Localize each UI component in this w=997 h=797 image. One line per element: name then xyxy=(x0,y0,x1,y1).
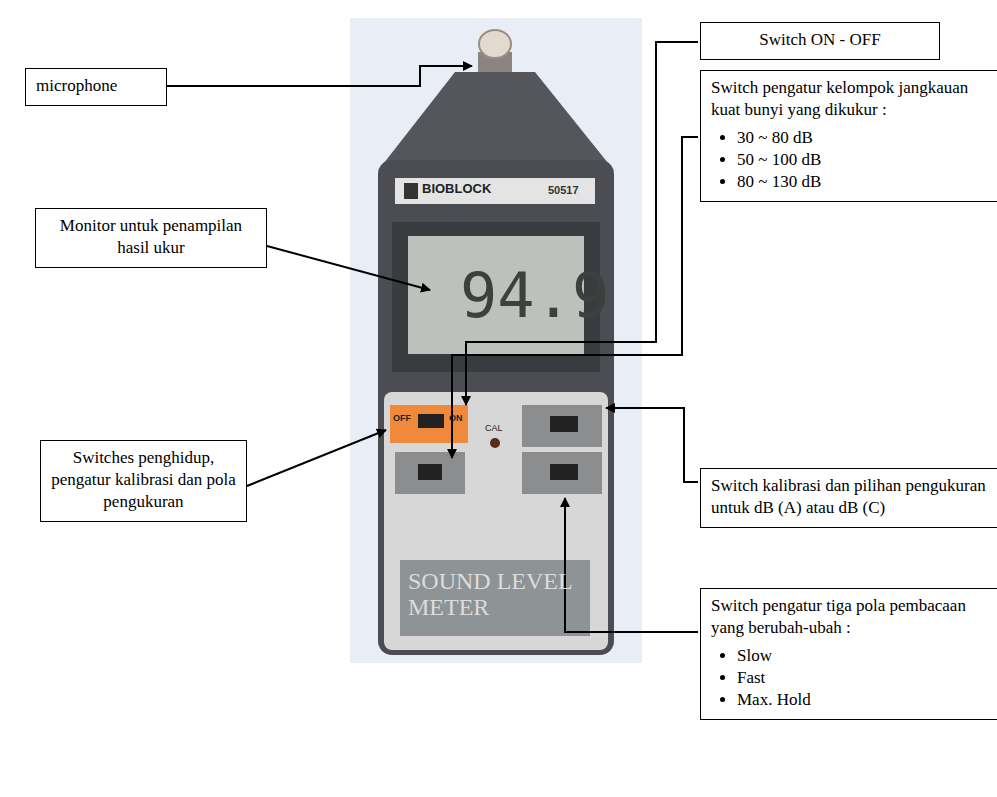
list-item: 80 ~ 130 dB xyxy=(737,171,987,193)
brand-label: BIOBLOCK xyxy=(422,182,491,196)
callout-text: microphone xyxy=(36,75,156,97)
callout-text: Monitor untuk penampilan hasil ukur xyxy=(46,215,256,259)
callout-box: Switch pengatur kelompok jangkauan kuat … xyxy=(700,70,997,202)
bullet-list: 30 ~ 80 dB50 ~ 100 dB80 ~ 130 dB xyxy=(711,127,987,193)
display-reading: 94.9 xyxy=(460,262,609,330)
model-number: 50517 xyxy=(548,184,579,196)
calibration-label: CAL xyxy=(485,424,503,434)
callout-text: Switch kalibrasi dan pilihan pengukuran … xyxy=(711,475,987,519)
list-item: Fast xyxy=(737,667,987,689)
list-item: Slow xyxy=(737,645,987,667)
callout-text: Switch pengatur tiga pola pembacaan yang… xyxy=(711,595,987,639)
callout-box: Switch kalibrasi dan pilihan pengukuran … xyxy=(700,468,997,528)
list-item: Max. Hold xyxy=(737,689,987,711)
switch-label: OFF xyxy=(393,414,411,424)
callout-text: Switches penghidup, pengatur kalibrasi d… xyxy=(51,447,236,513)
callout-box: microphone xyxy=(25,68,167,106)
bullet-list: SlowFastMax. Hold xyxy=(711,645,987,711)
device-name: SOUND LEVEL METER xyxy=(408,568,588,621)
callout-box: Switches penghidup, pengatur kalibrasi d… xyxy=(40,440,247,522)
callout-box: Switch pengatur tiga pola pembacaan yang… xyxy=(700,588,997,720)
callout-box: Monitor untuk penampilan hasil ukur xyxy=(35,208,267,268)
list-item: 50 ~ 100 dB xyxy=(737,149,987,171)
callout-box: Switch ON - OFF xyxy=(700,22,940,60)
list-item: 30 ~ 80 dB xyxy=(737,127,987,149)
switch-label: ON xyxy=(449,414,463,424)
callout-text: Switch ON - OFF xyxy=(711,29,929,51)
callout-text: Switch pengatur kelompok jangkauan kuat … xyxy=(711,77,987,121)
